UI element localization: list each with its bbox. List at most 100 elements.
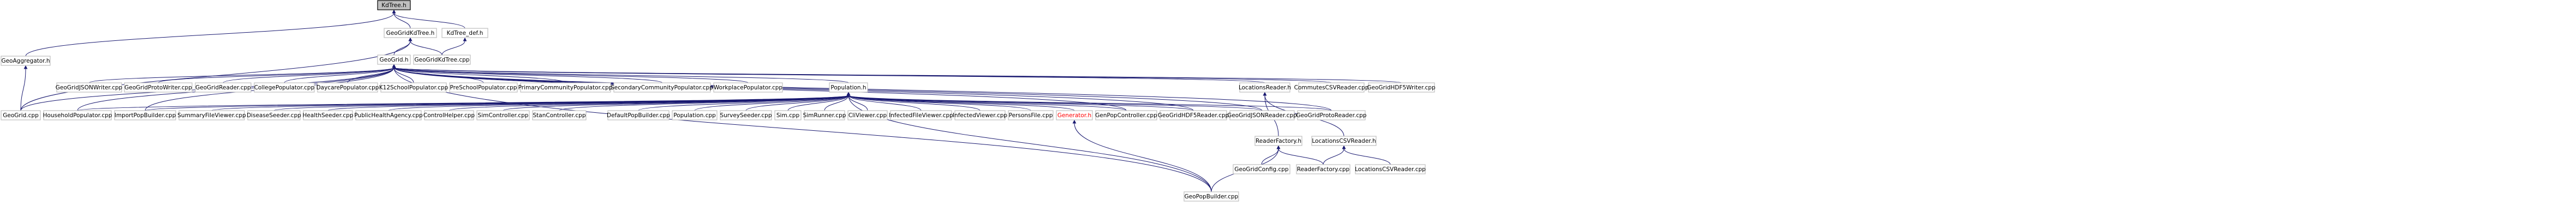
node-genpop-controller[interactable]: GenPopController.cpp — [1095, 110, 1157, 120]
edge-k12-populator-to-geogrid-h — [392, 64, 414, 83]
node-geogrid-json-reader[interactable]: GeoGridJSONReader.cpp — [1227, 110, 1297, 120]
node-geogrid-hdf5-reader[interactable]: GeoGridHDF5Reader.cpp — [1158, 110, 1229, 120]
node-cli-viewer[interactable]: CliViewer.cpp — [847, 110, 888, 120]
svg-text:KdTree_def.h: KdTree_def.h — [447, 30, 483, 37]
node-k12-populator[interactable]: K12SchoolPopulator.cpp — [379, 82, 449, 93]
node-kdtree-h[interactable]: KdTree.h — [377, 0, 411, 10]
node-geopop-builder[interactable]: GeoPopBuilder.cpp — [1184, 191, 1239, 202]
edge-geogrid-reader-to-geogrid-h — [223, 64, 396, 83]
node-geogrid-proto-writer[interactable]: GeoGridProtoWriter.cpp — [124, 82, 193, 93]
node-population-h[interactable]: Population.h — [829, 82, 868, 93]
node-persons-file[interactable]: PersonsFile.cpp — [1008, 110, 1054, 120]
svg-text:DiseaseSeeder.cpp: DiseaseSeeder.cpp — [247, 112, 301, 119]
edge-geogrid-json-writer-to-geogrid-h — [89, 64, 396, 83]
svg-text:Generator.h: Generator.h — [1057, 112, 1091, 119]
edge-geogridkdtree-h-to-kdtree-h — [392, 9, 411, 29]
node-geogrid-reader[interactable]: GeoGridReader.cpp — [195, 82, 252, 93]
node-geogridkdtree-h[interactable]: GeoGridKdTree.h — [384, 28, 437, 38]
node-sim-cpp[interactable]: Sim.cpp — [774, 110, 802, 120]
node-control-helper[interactable]: ControlHelper.cpp — [423, 110, 475, 120]
node-locations-csv-reader-cpp[interactable]: LocationsCSVReader.cpp — [1355, 164, 1426, 174]
svg-text:CommutesCSVReader.cpp: CommutesCSVReader.cpp — [1294, 84, 1369, 91]
svg-text:SimRunner.cpp: SimRunner.cpp — [803, 112, 846, 119]
node-workplace-populator[interactable]: WorkplacePopulator.cpp — [713, 82, 783, 93]
node-reader-factory-h[interactable]: ReaderFactory.h — [1254, 136, 1302, 146]
node-population-cpp[interactable]: Population.cpp — [672, 110, 718, 120]
edge-geogrid-cpp-to-geoaggregator-h — [20, 65, 28, 111]
node-primary-community-populator[interactable]: PrimaryCommunityPopulator.cpp — [518, 82, 613, 93]
node-geogrid-config[interactable]: GeoGridConfig.cpp — [1233, 164, 1290, 174]
svg-text:CliViewer.cpp: CliViewer.cpp — [848, 112, 887, 119]
node-geogrid-hdf5-writer[interactable]: GeoGridHDF5Writer.cpp — [1367, 82, 1436, 93]
edge-reader-factory-cpp-to-locations-csv-reader-h — [1323, 145, 1346, 165]
node-geogrid-json-writer[interactable]: GeoGridJSONWriter.cpp — [56, 82, 123, 93]
node-public-health-agency[interactable]: PublicHealthAgency.cpp — [354, 110, 423, 120]
node-survey-seeder[interactable]: SurveySeeder.cpp — [720, 110, 772, 120]
svg-text:SecondaryCommunityPopulator.cp: SecondaryCommunityPopulator.cpp — [611, 84, 713, 91]
node-college-populator[interactable]: CollegePopulator.cpp — [254, 82, 315, 93]
edge-sim-controller-to-population-h — [503, 92, 851, 111]
node-generator-h[interactable]: Generator.h — [1056, 110, 1093, 120]
svg-text:SimController.cpp: SimController.cpp — [478, 112, 529, 119]
node-summary-file-viewer[interactable]: SummaryFileViewer.cpp — [177, 110, 246, 120]
node-geogridkdtree-cpp[interactable]: GeoGridKdTree.cpp — [413, 55, 471, 65]
svg-text:GeoGridJSONWriter.cpp: GeoGridJSONWriter.cpp — [56, 84, 123, 91]
svg-text:Population.cpp: Population.cpp — [673, 112, 716, 119]
node-locations-csv-reader-h[interactable]: LocationsCSVReader.h — [1311, 136, 1377, 146]
node-secondary-community-populator[interactable]: SecondaryCommunityPopulator.cpp — [611, 82, 713, 93]
node-commutes-csv-reader[interactable]: CommutesCSVReader.cpp — [1294, 82, 1369, 93]
svg-text:GeoGridConfig.cpp: GeoGridConfig.cpp — [1234, 166, 1289, 173]
svg-text:GeoGrid.cpp: GeoGrid.cpp — [3, 112, 39, 119]
svg-text:GeoGrid.h: GeoGrid.h — [379, 57, 408, 63]
node-sim-runner[interactable]: SimRunner.cpp — [803, 110, 846, 120]
edge-geogridkdtree-cpp-to-kdtree-def-h — [441, 37, 467, 56]
node-geogrid-proto-reader[interactable]: GeoGridProtoReader.cpp — [1296, 110, 1367, 120]
edge-locations-csv-reader-cpp-to-locations-csv-reader-h — [1342, 145, 1391, 165]
svg-text:Sim.cpp: Sim.cpp — [776, 112, 800, 119]
svg-text:PersonsFile.cpp: PersonsFile.cpp — [1009, 112, 1053, 119]
node-reader-factory-cpp[interactable]: ReaderFactory.cpp — [1296, 164, 1350, 174]
svg-text:PrimaryCommunityPopulator.cpp: PrimaryCommunityPopulator.cpp — [518, 84, 613, 91]
svg-text:Population.h: Population.h — [830, 84, 866, 91]
svg-text:ReaderFactory.cpp: ReaderFactory.cpp — [1297, 166, 1350, 173]
edge-genpop-controller-to-population-h — [846, 92, 1127, 111]
node-geoaggregator-h[interactable]: GeoAggregator.h — [1, 56, 51, 66]
edge-kdtree-def-h-to-kdtree-h — [392, 9, 465, 29]
edge-geogrid-proto-reader-to-population-h — [846, 92, 1332, 111]
node-import-pop-builder[interactable]: ImportPopBuilder.cpp — [114, 110, 176, 120]
node-default-pop-builder[interactable]: DefaultPopBuilder.cpp — [607, 110, 670, 120]
edge-geogrid-hdf5-writer-to-geogrid-h — [392, 64, 1402, 83]
svg-text:GenPopController.cpp: GenPopController.cpp — [1095, 112, 1157, 119]
edge-default-pop-builder-to-population-h — [638, 92, 851, 111]
node-daycare-populator[interactable]: DaycarePopulator.cpp — [316, 82, 379, 93]
edge-sim-runner-to-population-h — [824, 92, 851, 111]
node-preschool-populator[interactable]: PreSchoolPopulator.cpp — [449, 82, 518, 93]
node-sim-controller[interactable]: SimController.cpp — [476, 110, 530, 120]
edge-cli-viewer-to-population-h — [846, 92, 868, 111]
node-infected-file-viewer[interactable]: InfectedFileViewer.cpp — [889, 110, 953, 120]
node-geogrid-h[interactable]: GeoGrid.h — [377, 55, 411, 65]
node-health-seeder[interactable]: HealthSeeder.cpp — [303, 110, 354, 120]
svg-text:GeoGridProtoReader.cpp: GeoGridProtoReader.cpp — [1296, 112, 1367, 119]
node-infected-viewer[interactable]: InfectedViewer.cpp — [953, 110, 1007, 120]
edge-geogridkdtree-cpp-to-geogridkdtree-h — [408, 37, 443, 56]
node-stan-controller[interactable]: StanController.cpp — [532, 110, 587, 120]
edge-infected-viewer-to-population-h — [846, 92, 981, 111]
node-locations-reader-h[interactable]: LocationsReader.h — [1239, 82, 1291, 93]
node-geogrid-cpp[interactable]: GeoGrid.cpp — [1, 110, 41, 120]
node-kdtree-def-h[interactable]: KdTree_def.h — [441, 28, 488, 38]
svg-text:CollegePopulator.cpp: CollegePopulator.cpp — [254, 84, 315, 91]
svg-text:ImportPopBuilder.cpp: ImportPopBuilder.cpp — [115, 112, 176, 119]
svg-text:HouseholdPopulator.cpp: HouseholdPopulator.cpp — [43, 112, 112, 119]
edge-generator-h-to-population-h — [846, 92, 1075, 111]
svg-text:SurveySeeder.cpp: SurveySeeder.cpp — [720, 112, 772, 119]
svg-text:ControlHelper.cpp: ControlHelper.cpp — [423, 112, 475, 119]
svg-text:SummaryFileViewer.cpp: SummaryFileViewer.cpp — [177, 112, 246, 119]
svg-text:GeoGridKdTree.cpp: GeoGridKdTree.cpp — [415, 57, 470, 63]
edge-geogrid-hdf5-reader-to-geogrid-h — [392, 64, 1194, 111]
edge-geogrid-config-to-reader-factory-h — [1261, 145, 1281, 165]
node-household-populator[interactable]: HouseholdPopulator.cpp — [43, 110, 112, 120]
node-disease-seeder[interactable]: DiseaseSeeder.cpp — [247, 110, 301, 120]
svg-text:LocationsCSVReader.cpp: LocationsCSVReader.cpp — [1355, 166, 1426, 173]
